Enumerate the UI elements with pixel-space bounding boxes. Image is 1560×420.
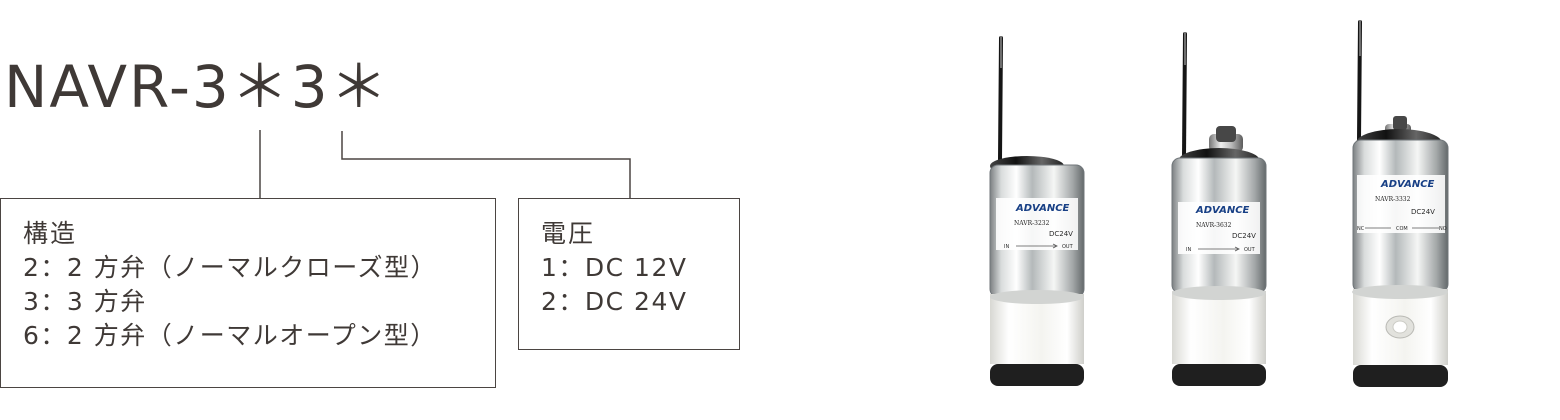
valve-product-1: ADVANCE NAVR-3232 DC24V IN OUT — [989, 36, 1085, 386]
valve-product-2-flow-arrow — [1234, 246, 1240, 252]
valve-product-1-model: NAVR-3232 — [1014, 220, 1050, 227]
valve-product-1-flow-arrow — [1052, 243, 1058, 249]
voltage-option-24v: 2：DC 24V — [541, 287, 688, 316]
valve-product-2-adjust-screw — [1216, 126, 1236, 142]
voltage-title: 電圧 — [541, 219, 596, 248]
valve-product-1-black-base — [990, 364, 1084, 386]
valve-product-3: ADVANCE NAVR-3332 DC24V NC COM NO — [1352, 20, 1449, 387]
valve-product-3-right-port: NO — [1439, 226, 1447, 232]
valve-product-2: ADVANCE NAVR-3632 DC24V IN OUT — [1171, 32, 1267, 386]
valve-product-1-voltage: DC24V — [1049, 230, 1073, 238]
valve-product-2-voltage: DC24V — [1232, 232, 1256, 240]
valve-product-1-left-port: IN — [1004, 244, 1009, 250]
structure-title: 構造 — [23, 219, 78, 248]
valve-product-3-black-base — [1353, 365, 1448, 387]
valve-product-3-voltage: DC24V — [1411, 208, 1435, 216]
valve-product-2-body-shadow — [1172, 286, 1266, 300]
valve-product-3-center-port: COM — [1396, 226, 1408, 232]
valve-product-1-right-port: OUT — [1062, 244, 1074, 250]
structure-options-list: 構造 2：2 方弁（ノーマルクローズ型） 3：3 方弁 6：2 方弁（ノーマルオ… — [23, 217, 437, 353]
valve-product-2-right-port: OUT — [1244, 247, 1256, 253]
structure-option-two-way-normally-closed: 2：2 方弁（ノーマルクローズ型） — [23, 253, 438, 282]
valve-product-2-white-body — [1172, 291, 1266, 364]
valve-product-1-brand: ADVANCE — [1015, 203, 1070, 214]
valve-product-1-white-body — [990, 294, 1084, 364]
valve-product-3-left-port: NC — [1357, 226, 1365, 232]
valve-product-3-brand: ADVANCE — [1380, 179, 1435, 190]
valve-product-1-body-shadow — [990, 290, 1084, 304]
valve-products-image: ADVANCE NAVR-3232 DC24V IN OUT ADVANCE — [989, 20, 1449, 387]
valve-product-3-label: ADVANCE NAVR-3332 DC24V NC COM NO — [1357, 175, 1447, 233]
valve-product-2-model: NAVR-3632 — [1196, 222, 1232, 229]
valve-product-3-model: NAVR-3332 — [1375, 196, 1411, 203]
structure-option-three-way: 3：3 方弁 — [23, 287, 147, 316]
valve-product-3-side-port-hole — [1392, 320, 1408, 334]
valve-product-3-adjust-screw — [1393, 116, 1407, 130]
voltage-option-12v: 1：DC 12V — [541, 253, 688, 282]
valve-product-2-label: ADVANCE NAVR-3632 DC24V IN OUT — [1178, 202, 1260, 254]
valve-product-1-label: ADVANCE NAVR-3232 DC24V IN OUT — [996, 198, 1078, 250]
structure-option-two-way-normally-open: 6：2 方弁（ノーマルオープン型） — [23, 321, 437, 350]
voltage-options-list: 電圧 1：DC 12V 2：DC 24V — [541, 217, 687, 319]
model-code: NAVR-3＊3＊ — [4, 53, 390, 121]
valve-product-3-body-shadow — [1352, 285, 1448, 299]
voltage-connector-line — [341, 131, 631, 198]
valve-product-2-brand: ADVANCE — [1195, 205, 1250, 216]
voltage-options-box: 電圧 1：DC 12V 2：DC 24V — [518, 198, 740, 350]
structure-options-box: 構造 2：2 方弁（ノーマルクローズ型） 3：3 方弁 6：2 方弁（ノーマルオ… — [0, 198, 496, 388]
valve-product-2-black-base — [1172, 364, 1266, 386]
valve-product-2-left-port: IN — [1186, 247, 1191, 253]
